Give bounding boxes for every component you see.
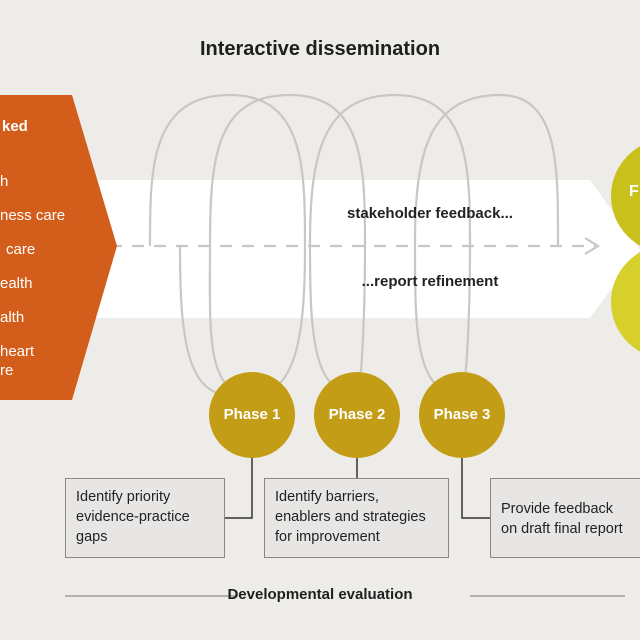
phase-connectors (225, 458, 490, 519)
phase-2-box-text: Identify barriers, enablers and strategi… (275, 489, 426, 545)
phase-2-circle (314, 372, 400, 458)
diagram-title: Interactive dissemination (199, 38, 441, 60)
phase-3-box: Provide feedback on draft final report (490, 478, 640, 558)
phase-3-circle (419, 372, 505, 458)
final-circle-label: F (629, 183, 639, 200)
left-panel-item: care (6, 241, 36, 258)
left-panel-item: ealth (0, 275, 33, 292)
phase-2-label: Phase 2 (328, 406, 386, 423)
left-panel-item: re (0, 362, 14, 379)
phase-3-label: Phase 3 (433, 406, 491, 423)
left-panel-item: heart (0, 343, 35, 360)
connector-3 (461, 458, 490, 519)
flow-arrowhead-icon (584, 237, 601, 255)
phase-2-box: Identify barriers, enablers and strategi… (264, 478, 449, 558)
left-panel-item: alth (0, 309, 25, 326)
left-panel-heading: ked (2, 118, 28, 135)
band-bottom-text: ...report refinement (361, 273, 499, 290)
phase-1-label: Phase 1 (223, 406, 281, 423)
footer-label: Developmental evaluation (227, 586, 413, 603)
band-top-text: stakeholder feedback... (347, 205, 513, 222)
phase-1-box-text: Identify priority evidence-practice gaps (76, 489, 190, 545)
final-circle-top (611, 146, 640, 246)
left-orange-panel (0, 95, 117, 400)
phase-3-box-text: Provide feedback on draft final report (501, 501, 623, 537)
left-panel-item: ness care (0, 207, 66, 224)
phase-1-circle (209, 372, 295, 458)
connector-1 (225, 458, 253, 519)
loop-1 (148, 93, 307, 397)
final-circle-bottom (611, 252, 640, 352)
left-panel-item: h (0, 173, 9, 190)
loop-3 (394, 93, 560, 397)
phase-1-box: Identify priority evidence-practice gaps (65, 478, 225, 558)
